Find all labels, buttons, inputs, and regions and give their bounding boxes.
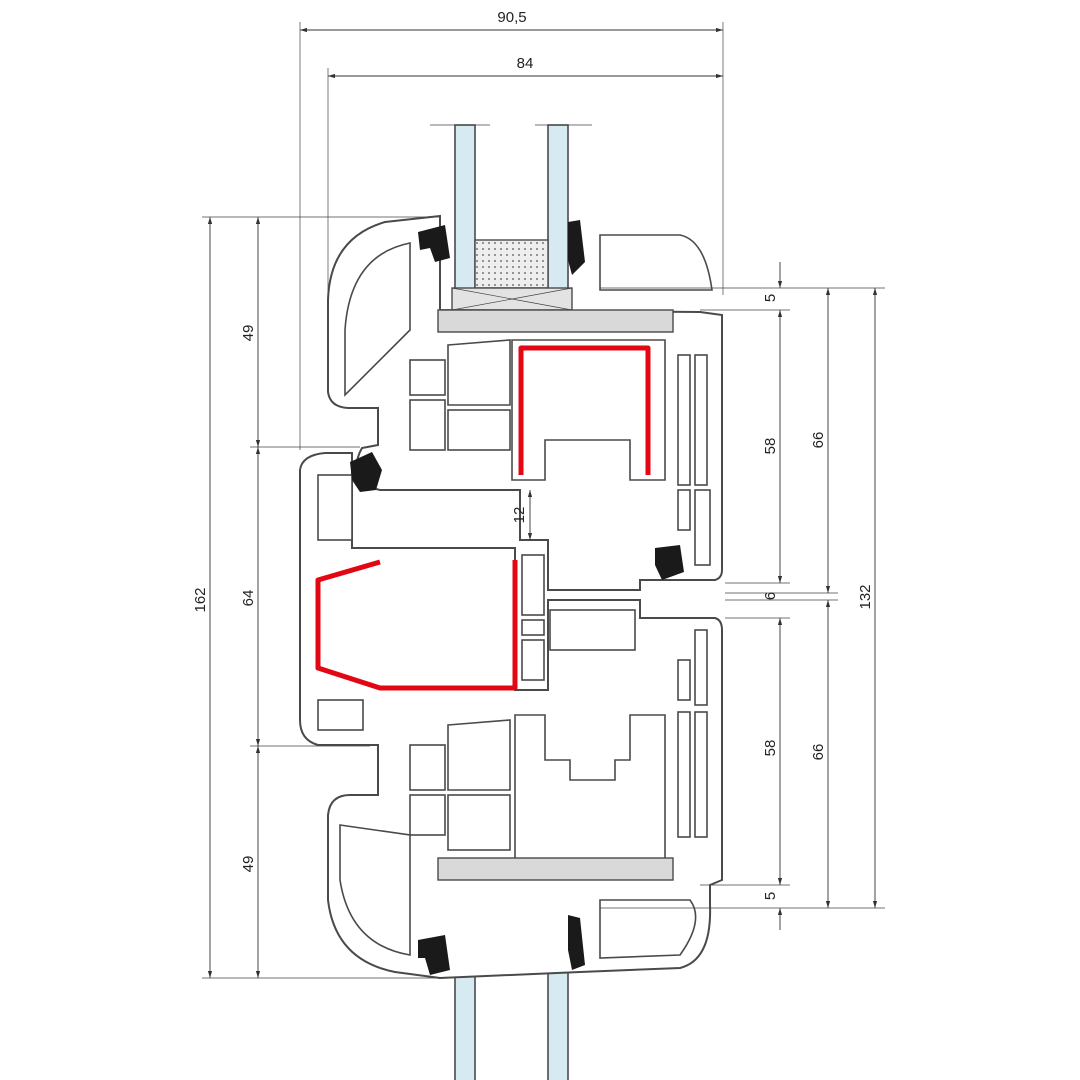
glass-pane-inner-top xyxy=(547,124,569,291)
dim-left-total: 162 xyxy=(192,587,209,612)
gasket-outer-top xyxy=(418,225,450,262)
dim-frame-depth: 84 xyxy=(517,55,534,72)
gasket-center xyxy=(350,452,382,492)
dim-right-top-58: 58 xyxy=(762,438,779,455)
dim-right-top-66: 66 xyxy=(810,432,827,449)
gaskets xyxy=(350,220,684,975)
gasket-inner-bottom xyxy=(568,915,585,970)
frame-profile xyxy=(299,452,723,980)
dim-right-bottom-66: 66 xyxy=(810,744,827,761)
steel-reinforcement-sash xyxy=(518,345,651,475)
dim-overall-depth: 90,5 xyxy=(497,9,526,26)
glazing-bead-top xyxy=(437,309,674,333)
dim-left-bottom: 49 xyxy=(240,856,257,873)
dim-right-bottom-58: 58 xyxy=(762,740,779,757)
spacer-top xyxy=(474,239,549,289)
dim-rebate-12: 12 xyxy=(511,507,528,524)
dimension-lines xyxy=(202,22,885,979)
gasket-outer-bottom xyxy=(418,935,450,975)
dimension-labels: 90,5 84 162 49 64 49 5 58 66 12 6 132 58… xyxy=(192,9,874,900)
gasket-middle xyxy=(655,545,684,580)
dim-left-middle: 64 xyxy=(240,590,257,607)
steel-reinforcement-frame xyxy=(315,559,518,691)
dim-right-total: 132 xyxy=(857,584,874,609)
dim-right-gap-6: 6 xyxy=(762,592,779,600)
dim-right-top-gap: 5 xyxy=(762,294,779,302)
dim-right-bottom-gap: 5 xyxy=(762,892,779,900)
sash-profile xyxy=(327,214,723,591)
glazing-bead-bottom xyxy=(437,857,674,881)
glass-pane-outer-top xyxy=(454,124,476,291)
gasket-inner-top xyxy=(568,220,585,275)
dim-left-top: 49 xyxy=(240,325,257,342)
